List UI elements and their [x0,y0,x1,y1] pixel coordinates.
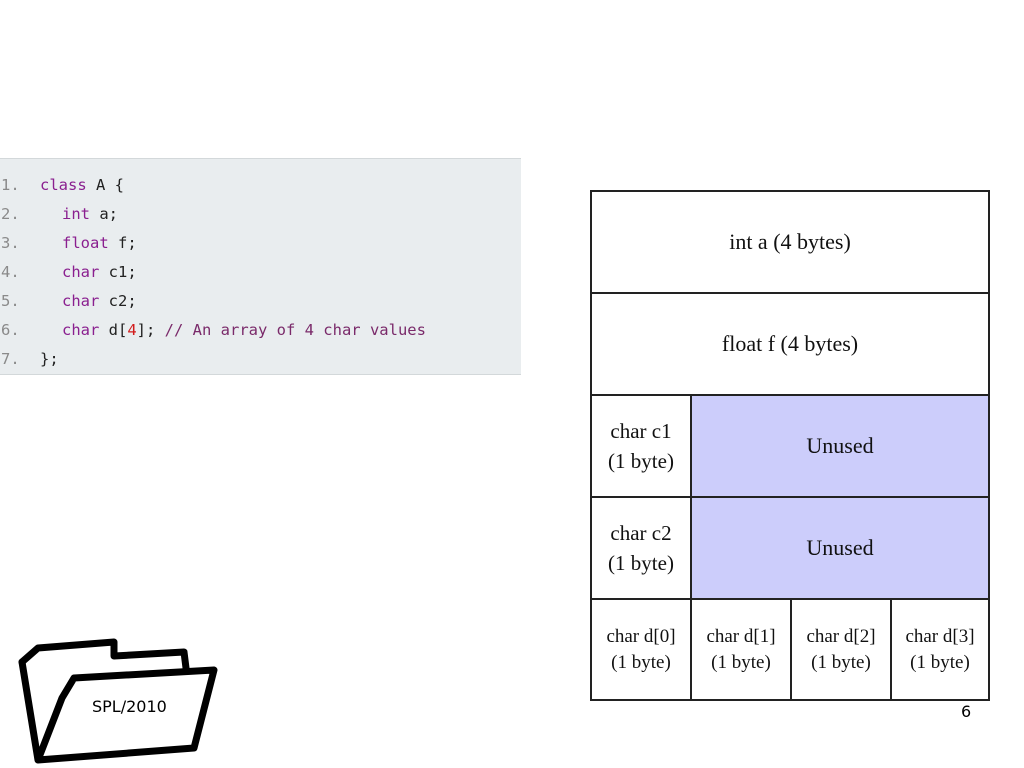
code-text: char c1; [62,258,137,287]
cell-label-line: (1 byte) [910,651,970,673]
code-plain: a; [90,205,118,223]
code-line: 3. float f; [0,229,137,258]
cell-label: float f (4 bytes) [721,331,859,356]
code-text: }; [40,345,59,374]
code-text: float f; [62,229,137,258]
code-lines: 1. class A { 2. int a; 3. float f; 4. ch… [0,171,426,374]
code-keyword: int [62,205,90,223]
cell-char-c1: char c1 (1 byte) [592,396,692,498]
folder-logo-icon [18,638,218,764]
code-number: 4 [127,321,137,339]
line-number: 7. [1,350,20,368]
code-line: 6. char d[4]; // An array of 4 char valu… [0,316,426,345]
code-listing: 1. class A { 2. int a; 3. float f; 4. ch… [0,158,521,375]
cell-char-d2: char d[2] (1 byte) [792,600,892,699]
code-keyword: float [62,234,109,252]
cell-label-line: char d[2] [806,625,876,647]
cell-label: Unused [806,535,874,560]
code-line: 2. int a; [0,200,118,229]
cell-label-line: char c2 [610,521,672,545]
code-plain: c1; [99,263,137,281]
cell-label-line: (1 byte) [611,651,671,673]
cell-label: int a (4 bytes) [729,229,851,254]
line-number: 5. [1,292,20,310]
cell-label: char d[3] (1 byte) [905,624,974,676]
line-number: 2. [1,205,20,223]
line-number: 3. [1,234,20,252]
code-plain: c2; [99,292,137,310]
cell-label-line: (1 byte) [811,651,871,673]
code-line: 1. class A { [0,171,124,200]
cell-label-line: char d[3] [905,625,975,647]
cell-label: char c1 (1 byte) [608,416,674,476]
cell-label: Unused [806,433,874,458]
cell-unused-2: Unused [692,498,988,600]
code-line: 4. char c1; [0,258,137,287]
cell-char-d1: char d[1] (1 byte) [692,600,792,699]
cell-label-line: char c1 [610,419,672,443]
cell-unused-1: Unused [692,396,988,498]
code-text: char c2; [62,287,137,316]
line-number: 4. [1,263,20,281]
cell-char-d0: char d[0] (1 byte) [592,600,692,699]
code-keyword: class [40,176,87,194]
cell-label-line: (1 byte) [711,651,771,673]
cell-int-a: int a (4 bytes) [592,192,988,294]
cell-label: char c2 (1 byte) [608,518,674,578]
code-plain: d[ [99,321,128,339]
cell-char-c2: char c2 (1 byte) [592,498,692,600]
code-text: class A { [40,171,124,200]
line-number: 1. [1,176,20,194]
cell-char-d3: char d[3] (1 byte) [892,600,988,699]
footer-label: SPL/2010 [92,697,167,716]
code-plain: A { [86,176,124,194]
cell-label: char d[0] (1 byte) [606,624,675,676]
cell-float-f: float f (4 bytes) [592,294,988,396]
page-number: 6 [961,702,972,721]
memory-layout-table: int a (4 bytes) float f (4 bytes) char c… [590,190,990,701]
cell-label-line: (1 byte) [608,551,674,575]
cell-label-line: char d[1] [706,625,776,647]
cell-label: char d[1] (1 byte) [706,624,775,676]
code-line: 5. char c2; [0,287,137,316]
code-keyword: char [62,292,100,310]
code-plain: ]; [136,321,165,339]
code-keyword: char [62,263,100,281]
code-line: 7. }; [0,345,59,374]
line-number: 6. [1,321,20,339]
code-comment: // An array of 4 char values [164,321,426,339]
code-plain: }; [40,350,59,368]
code-text: int a; [62,200,118,229]
code-plain: f; [108,234,137,252]
cell-label: char d[2] (1 byte) [806,624,875,676]
cell-label-line: char d[0] [606,625,676,647]
code-text: char d[4]; // An array of 4 char values [62,316,426,345]
cell-label-line: (1 byte) [608,449,674,473]
code-keyword: char [62,321,100,339]
